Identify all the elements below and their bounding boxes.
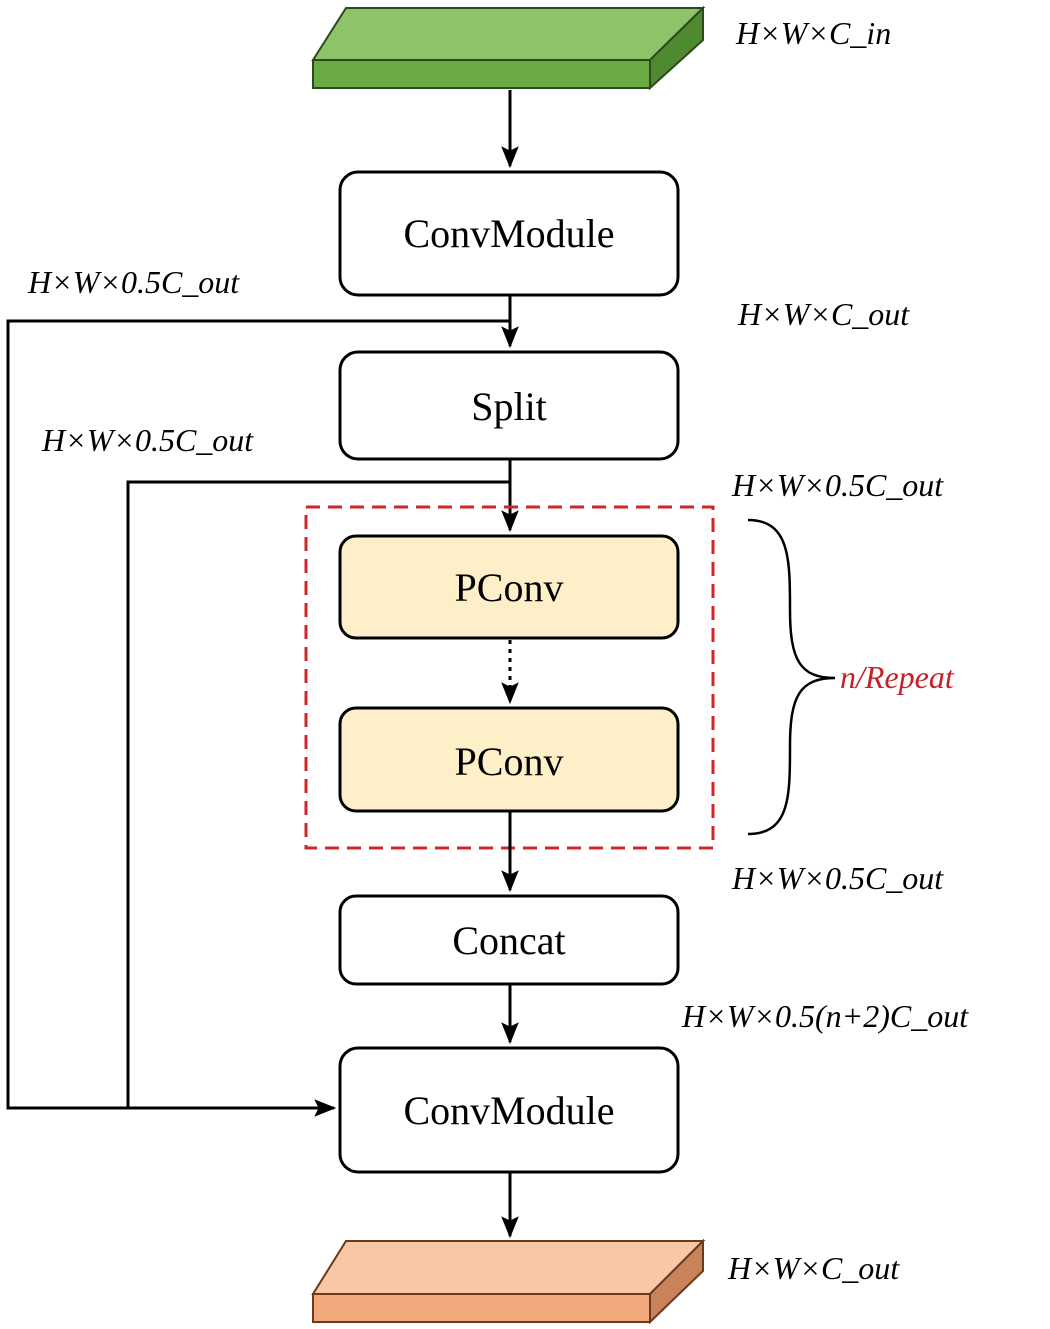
bypass-outer-path: [6, 319, 510, 1117]
after-split-label: H×W×0.5C_out: [731, 467, 944, 503]
input-tensor: [311, 5, 706, 91]
pconv-block-1: PConv: [338, 534, 680, 640]
svg-text:PConv: PConv: [455, 739, 564, 784]
output-shape-label: H×W×C_out: [727, 1250, 900, 1286]
conv-module-bottom: ConvModule: [338, 1046, 680, 1174]
split-block: Split: [338, 350, 680, 461]
svg-text:Concat: Concat: [452, 918, 565, 963]
after-concat-label: H×W×0.5(n+2)C_out: [681, 998, 969, 1034]
repeat-label: n/Repeat: [840, 659, 955, 695]
svg-text:PConv: PConv: [455, 565, 564, 610]
conv-module-top: ConvModule: [338, 170, 680, 297]
pconv-block-2: PConv: [338, 706, 680, 813]
repeat-brace: [747, 518, 836, 836]
after-conv-label: H×W×C_out: [737, 296, 910, 332]
output-tensor: [311, 1238, 706, 1325]
bypass-inner-path: [126, 480, 510, 1108]
concat-block: Concat: [338, 894, 680, 986]
svg-text:Split: Split: [471, 384, 547, 429]
svg-text:ConvModule: ConvModule: [403, 1088, 614, 1133]
input-shape-label: H×W×C_in: [735, 15, 891, 51]
bypass-outer-label: H×W×0.5C_out: [27, 264, 240, 300]
bypass-inner-label: H×W×0.5C_out: [41, 422, 254, 458]
after-pconv-label: H×W×0.5C_out: [731, 860, 944, 896]
svg-text:ConvModule: ConvModule: [403, 211, 614, 256]
